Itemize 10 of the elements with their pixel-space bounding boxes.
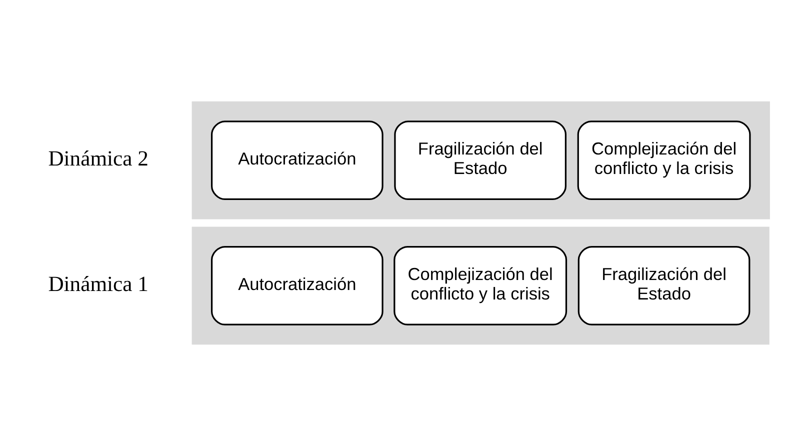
label: Dinámica 2 [48, 146, 148, 170]
node-box: Complejización del conflicto y la crisis [577, 120, 751, 200]
cluster [192, 100, 770, 219]
node-box: Fragilización del Estado [394, 120, 566, 200]
node-box: Autocratización [210, 120, 384, 200]
node-box: Autocratización [210, 245, 384, 325]
node-box: Fragilización del Estado [578, 245, 750, 325]
node-box: Complejización del conflicto y la crisis [394, 245, 568, 325]
cluster [192, 226, 770, 344]
label: Dinámica 1 [48, 272, 148, 296]
